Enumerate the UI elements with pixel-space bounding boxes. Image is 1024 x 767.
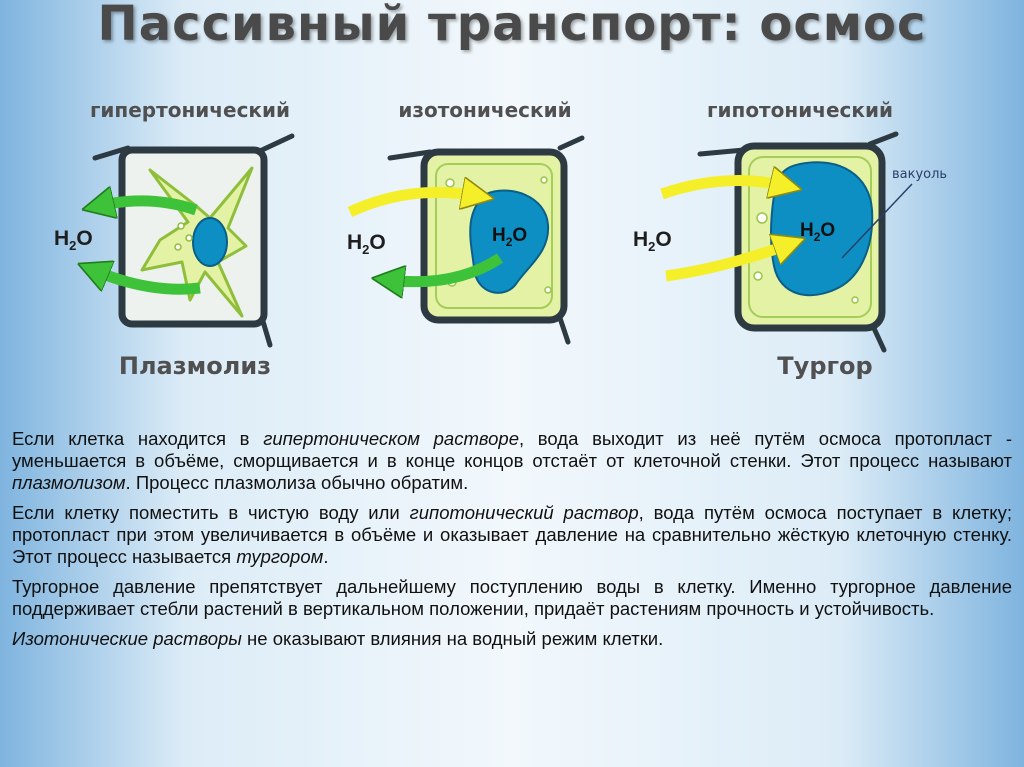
osmosis-diagram: H2O H2O H2O H2O H2O вакуоль [54,131,947,353]
water-in-arrow [347,192,478,217]
water-label-isotonic: H2O [347,231,386,257]
water-label-isotonic-inner: H2O [492,225,527,249]
water-in-arrow-upper [660,181,786,194]
water-label-hypotonic: H2O [633,228,672,254]
paragraph-turgor: Если клетку поместить в чистую воду или … [12,502,1012,567]
water-in-arrow-lower [665,244,790,282]
caption-plasmolysis: Плазмолиз [118,352,272,380]
caption-turgor: Тургор [777,352,873,380]
water-label-hypertonic: H2O [54,227,93,253]
vacuole-label: вакуоль [892,167,947,182]
paragraph-plasmolysis: Если клетка находится в гипертоническом … [12,428,1012,493]
paragraph-isotonic: Изотонические растворы не оказывают влия… [12,628,664,649]
cell-hypotonic [697,131,899,353]
vacuole-pointer-line [841,183,913,259]
water-out-arrow-upper [98,201,198,210]
paragraph-turgor-pressure: Тургорное давление препятствует дальнейш… [12,576,1012,619]
cell-isotonic [387,135,585,345]
water-out-arrow [388,253,504,282]
label-hypertonic: гипертонический [89,98,291,122]
slide-title: Пассивный транспорт: осмос [97,0,927,52]
label-isotonic: изотонический [398,98,572,122]
label-hypotonic: гипотонический [707,98,893,122]
water-out-arrow-lower [93,270,201,295]
cell-hypertonic [92,133,295,348]
vacuole [192,217,228,267]
body-text: Если клетка находится в гипертоническом … [12,428,1012,658]
